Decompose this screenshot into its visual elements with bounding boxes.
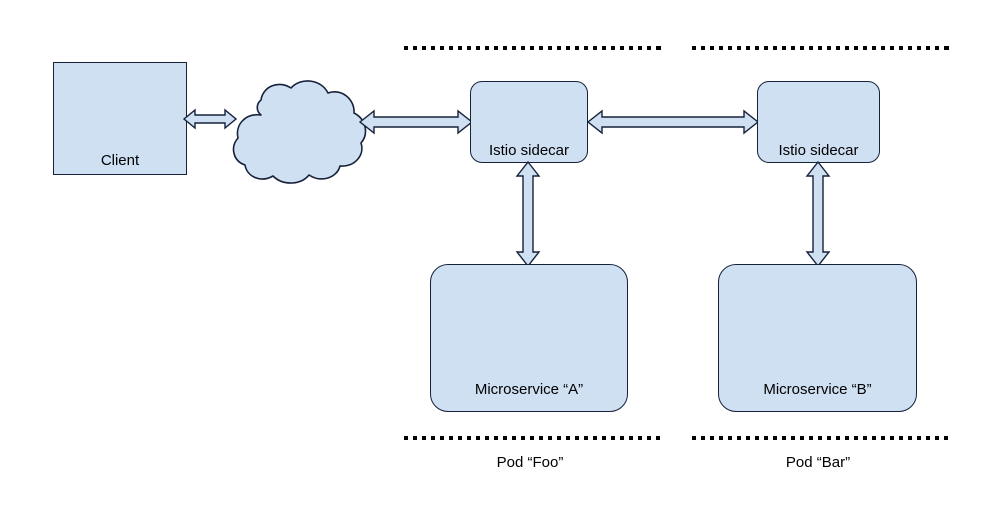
pod-bar-container bbox=[692, 46, 949, 440]
connector-sidecar-a-microservice-a bbox=[515, 160, 541, 268]
node-microservice-b[interactable] bbox=[718, 264, 917, 412]
pod-bar-caption: Pod “Bar” bbox=[785, 454, 851, 471]
node-sidecar-b[interactable] bbox=[757, 81, 880, 163]
node-sidecar-a-label: Istio sidecar bbox=[488, 142, 570, 159]
node-client-label: Client bbox=[100, 152, 140, 169]
pod-foo-border-right bbox=[657, 46, 661, 440]
pod-foo-border-top bbox=[404, 46, 661, 50]
pod-foo-border-left bbox=[404, 46, 408, 440]
pod-foo-border-bottom bbox=[404, 436, 661, 440]
node-sidecar-b-label: Istio sidecar bbox=[778, 142, 859, 159]
pod-foo-caption: Pod “Foo” bbox=[496, 454, 564, 471]
pod-bar-border-bottom bbox=[692, 436, 949, 440]
connector-sidecar-b-microservice-b bbox=[805, 160, 831, 268]
connector-sidecar-a-sidecar-b bbox=[586, 108, 760, 136]
connector-cloud-sidecar-a bbox=[358, 108, 474, 136]
pod-bar-border-left bbox=[692, 46, 696, 440]
pod-bar-border-top bbox=[692, 46, 949, 50]
node-microservice-a-label: Microservice “A” bbox=[474, 381, 584, 398]
node-client[interactable] bbox=[53, 62, 187, 175]
node-microservice-a[interactable] bbox=[430, 264, 628, 412]
connector-client-cloud bbox=[182, 106, 238, 132]
node-sidecar-a[interactable] bbox=[470, 81, 588, 163]
pod-bar-border-right bbox=[945, 46, 949, 440]
node-cloud[interactable] bbox=[225, 55, 370, 184]
pod-foo-container bbox=[404, 46, 661, 440]
node-microservice-b-label: Microservice “B” bbox=[763, 381, 872, 398]
